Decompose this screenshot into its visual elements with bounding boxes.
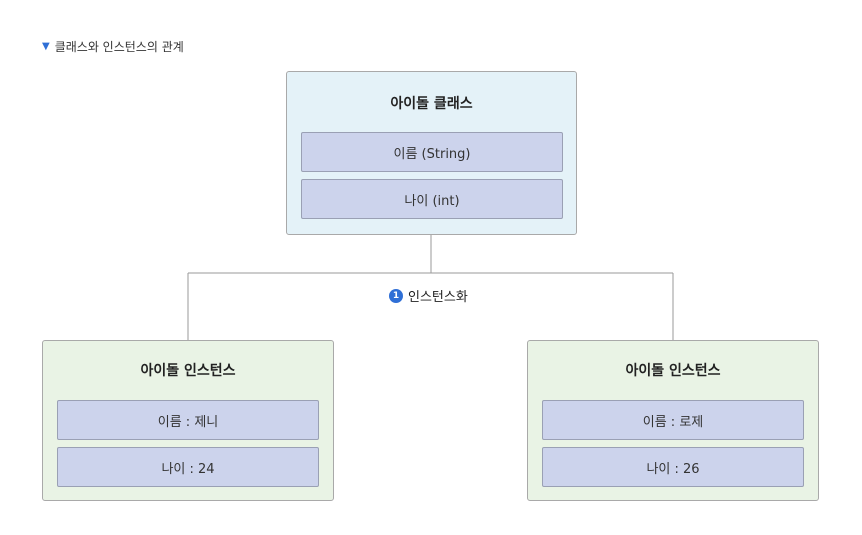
class-box-title: 아이돌 클래스 <box>390 96 473 112</box>
instance-box-left: 아이돌 인스턴스 이름 : 제니 나이 : 24 <box>42 340 334 501</box>
instantiation-text: 인스턴스화 <box>408 290 468 305</box>
class-field-name: 이름 (String) <box>301 132 563 172</box>
instance-box-right: 아이돌 인스턴스 이름 : 로제 나이 : 26 <box>527 340 819 501</box>
section-title: ▼ 클래스와 인스턴스의 관계 <box>42 38 184 55</box>
instance-box-title: 아이돌 인스턴스 <box>140 363 236 379</box>
triangle-down-icon: ▼ <box>42 40 50 52</box>
instance-field-name: 이름 : 제니 <box>57 400 319 440</box>
section-title-text: 클래스와 인스턴스의 관계 <box>54 40 184 54</box>
instance-field-age: 나이 : 26 <box>542 447 804 487</box>
instantiation-label: 1 인스턴스화 <box>387 286 470 305</box>
class-box: 아이돌 클래스 이름 (String) 나이 (int) <box>286 71 577 235</box>
number-circle-icon: 1 <box>389 288 403 303</box>
instance-field-age: 나이 : 24 <box>57 447 319 487</box>
instance-box-title: 아이돌 인스턴스 <box>625 363 721 379</box>
class-field-age: 나이 (int) <box>301 179 563 219</box>
instance-field-name: 이름 : 로제 <box>542 400 804 440</box>
